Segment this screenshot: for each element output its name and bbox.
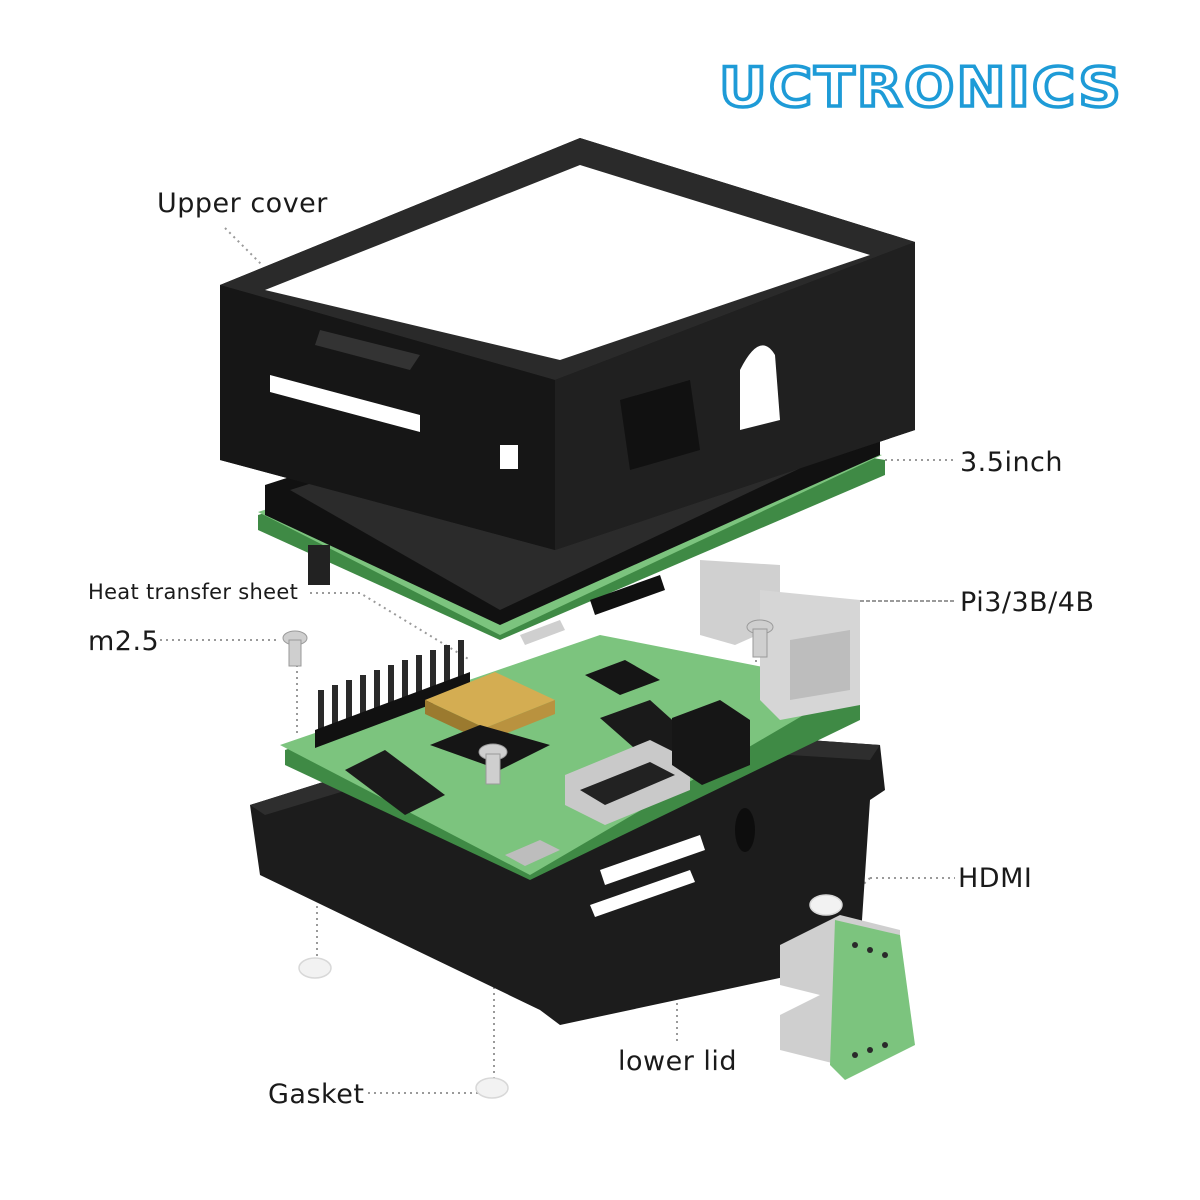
label-upper-cover: Upper cover (157, 188, 328, 219)
raspberry-pi-board-icon (280, 560, 860, 880)
label-heat-transfer-sheet: Heat transfer sheet (88, 580, 299, 604)
gasket-right (809, 894, 843, 916)
leader-hdmi (851, 877, 955, 896)
gasket-icon (298, 894, 843, 1099)
gasket-middle (475, 1077, 509, 1099)
leader-pi (841, 600, 955, 641)
label-board-models: Pi3/3B/4B (960, 587, 1095, 618)
brand-logo: UCTRONICS (717, 58, 1123, 118)
screw-icon (282, 619, 774, 785)
gasket-left (298, 957, 332, 979)
label-lower-lid: lower lid (618, 1046, 738, 1077)
label-screen-size: 3.5inch (960, 447, 1064, 478)
leader-heat-sheet (310, 592, 471, 661)
label-hdmi: HDMI (958, 863, 1033, 894)
label-screw-size: m2.5 (88, 626, 160, 657)
brand-logo-text: UCTRONICS (719, 58, 1123, 118)
case-upper-cover-icon (220, 138, 915, 550)
heat-transfer-sheet-icon (425, 672, 555, 728)
label-gasket: Gasket (268, 1079, 365, 1110)
hdmi-adapter-icon (780, 915, 915, 1080)
leader-upper-cover (224, 227, 263, 266)
